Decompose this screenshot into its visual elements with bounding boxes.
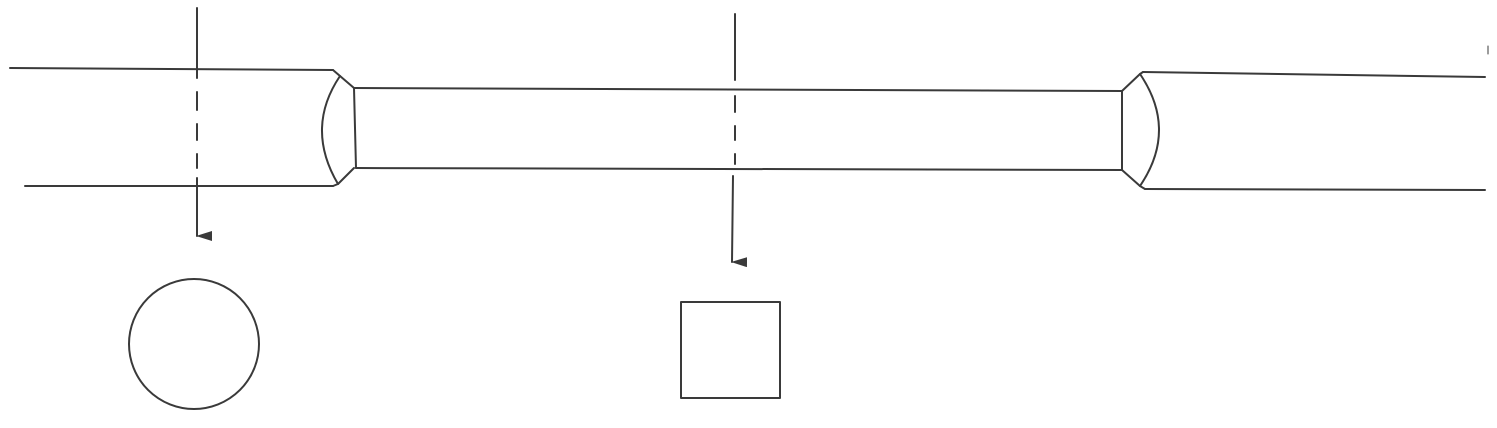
cross-section-square bbox=[680, 301, 781, 399]
left-shaft-top-edge bbox=[9, 67, 334, 71]
middle-shaft-bottom-edge bbox=[355, 167, 1123, 171]
middle-shaft-left-end bbox=[353, 87, 357, 169]
left-shaft-section bbox=[9, 67, 355, 187]
cross-section-circle bbox=[128, 278, 260, 410]
middle-shaft-section bbox=[353, 87, 1123, 171]
right-shaft-end-curve bbox=[1139, 73, 1160, 187]
section-middle-arrow bbox=[731, 175, 748, 268]
right-transition-bottom bbox=[1121, 169, 1146, 190]
middle-shaft-top-edge bbox=[353, 87, 1123, 92]
left-shaft-end-curve bbox=[321, 75, 341, 185]
left-transition-bottom bbox=[332, 167, 355, 187]
left-transition-top bbox=[332, 69, 355, 89]
right-shaft-section bbox=[1121, 71, 1486, 191]
section-middle-cut bbox=[731, 13, 748, 268]
right-shaft-top-edge bbox=[1142, 71, 1486, 78]
right-shaft-bottom-edge bbox=[1144, 188, 1486, 191]
